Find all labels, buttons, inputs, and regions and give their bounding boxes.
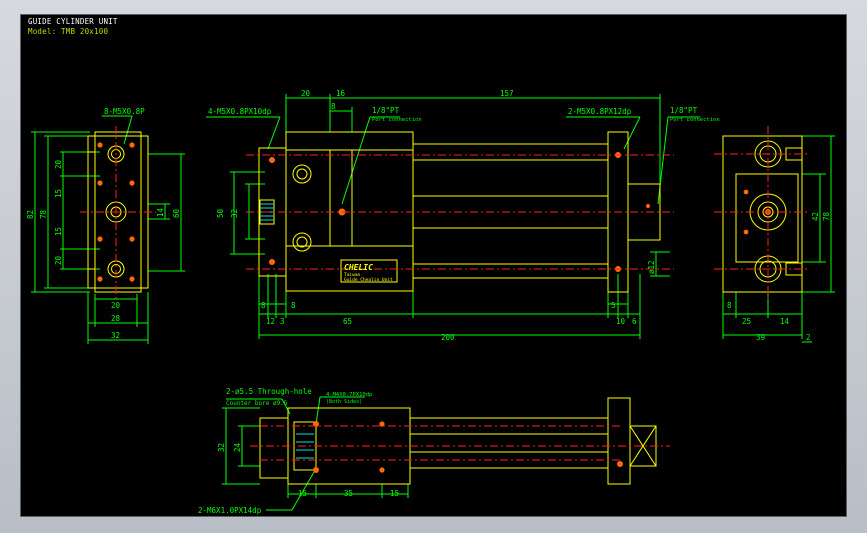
bottom-dim-15-left: 15: [298, 489, 307, 498]
left-view-tapped-holes: [97, 142, 135, 282]
left-view-centerlines: [80, 126, 156, 302]
left-dim-20-width: 20: [111, 301, 121, 310]
front-view-dimension-lines: [206, 94, 700, 339]
left-dim-60: 60: [172, 208, 181, 218]
front-dim-8-a: 8: [261, 301, 266, 310]
right-dim-8: 8: [727, 301, 732, 310]
right-dim-2: 2: [806, 333, 811, 342]
nameplate-model: Guide Chealin Unit: [344, 277, 393, 283]
bottom-callout-counter: Counter bore ø9.5: [226, 400, 288, 407]
left-dim-15-bottom: 15: [54, 227, 63, 236]
left-dim-20-top: 20: [54, 159, 63, 169]
front-dim-157: 157: [500, 89, 514, 98]
bottom-view-hatching: [296, 433, 314, 459]
bottom-dim-35: 35: [344, 489, 353, 498]
front-dim-65: 65: [343, 317, 352, 326]
front-view: [206, 94, 700, 339]
drawing-title: GUIDE CYLINDER UNIT: [28, 17, 118, 26]
front-callout-tap: 4-M5X0.8PX10dp: [208, 107, 272, 116]
right-dim-14: 14: [780, 317, 790, 326]
front-callout-port-right-sub: Port connection: [670, 117, 720, 123]
left-end-view: [31, 115, 185, 344]
bottom-dim-32: 32: [217, 443, 226, 452]
title-block: GUIDE CYLINDER UNIT Model: TMB 20x100: [28, 17, 118, 37]
right-view-dimension-lines: [722, 135, 835, 343]
bottom-dim-15-right: 15: [390, 489, 399, 498]
front-dim-12: 12: [266, 317, 275, 326]
front-view-hatching: [260, 203, 274, 221]
drawing-viewport[interactable]: GUIDE CYLINDER UNIT Model: TMB 20x100: [20, 14, 847, 517]
nameplate-sub: Taiwan: [344, 272, 361, 278]
right-dim-42: 42: [811, 212, 820, 221]
front-dim-6: 6: [632, 317, 637, 326]
right-dim-78: 78: [822, 211, 831, 221]
drawing-model: Model: TMB 20x100: [28, 27, 109, 36]
left-dim-82: 82: [26, 210, 35, 219]
front-dim-3: 3: [280, 317, 285, 326]
bottom-view-outline: [259, 397, 657, 485]
right-view-centerlines: [714, 126, 810, 302]
front-dim-8-b: 8: [291, 301, 296, 310]
left-dim-15-top: 15: [54, 189, 63, 198]
front-dim-200: 200: [441, 333, 455, 342]
front-dim-8-top: 8: [331, 102, 336, 111]
left-dim-78: 78: [39, 209, 48, 219]
bottom-view-holes: [313, 421, 623, 473]
bottom-callout-tap-sub: (Both Sides): [326, 399, 362, 405]
front-dim-5: 5: [611, 301, 616, 310]
bottom-callout-m6: 2-M6X1.0PX14dp: [198, 506, 262, 515]
front-callout-port-left: 1/8"PT: [372, 106, 400, 115]
left-dim-14: 14: [156, 207, 165, 217]
bottom-top-view: [222, 396, 670, 511]
right-dim-25: 25: [742, 317, 751, 326]
left-dim-28: 28: [111, 314, 121, 323]
front-dim-50: 50: [216, 208, 225, 218]
front-dim-32: 32: [230, 209, 239, 218]
front-dim-10: 10: [616, 317, 626, 326]
bottom-view-dimension-lines: [222, 396, 409, 511]
drawing-canvas: 8-M5X0.8P 82 78 20 15 15 20 14 60 20 28 …: [26, 89, 835, 515]
left-callout-m5: 8-M5X0.8P: [104, 107, 145, 116]
front-callout-tap-right: 2-M5X0.8PX12dp: [568, 107, 632, 116]
drawing-annotations: 8-M5X0.8P 82 78 20 15 15 20 14 60 20 28 …: [26, 89, 831, 515]
left-dim-32: 32: [111, 331, 120, 340]
front-view-centerlines: [246, 154, 674, 270]
bottom-dim-24: 24: [233, 442, 242, 452]
left-view-dimension-lines: [31, 115, 185, 344]
bottom-callout-tap: 4-M4X0.7PX10dp: [326, 392, 372, 398]
right-dim-39: 39: [756, 333, 765, 342]
bottom-view-centerlines: [250, 425, 670, 461]
front-callout-port-right: 1/8"PT: [670, 106, 698, 115]
bottom-callout-through: 2-ø5.5 Through-hole: [226, 387, 312, 396]
front-callout-port-left-sub: Port connection: [372, 117, 422, 123]
front-dim-16: 16: [336, 89, 346, 98]
left-dim-20-bottom: 20: [54, 255, 63, 265]
front-dim-20: 20: [301, 89, 311, 98]
right-end-view: [714, 126, 835, 343]
front-dim-dia-12: ø12: [647, 260, 656, 274]
nameplate-brand: CHELIC: [344, 263, 373, 272]
